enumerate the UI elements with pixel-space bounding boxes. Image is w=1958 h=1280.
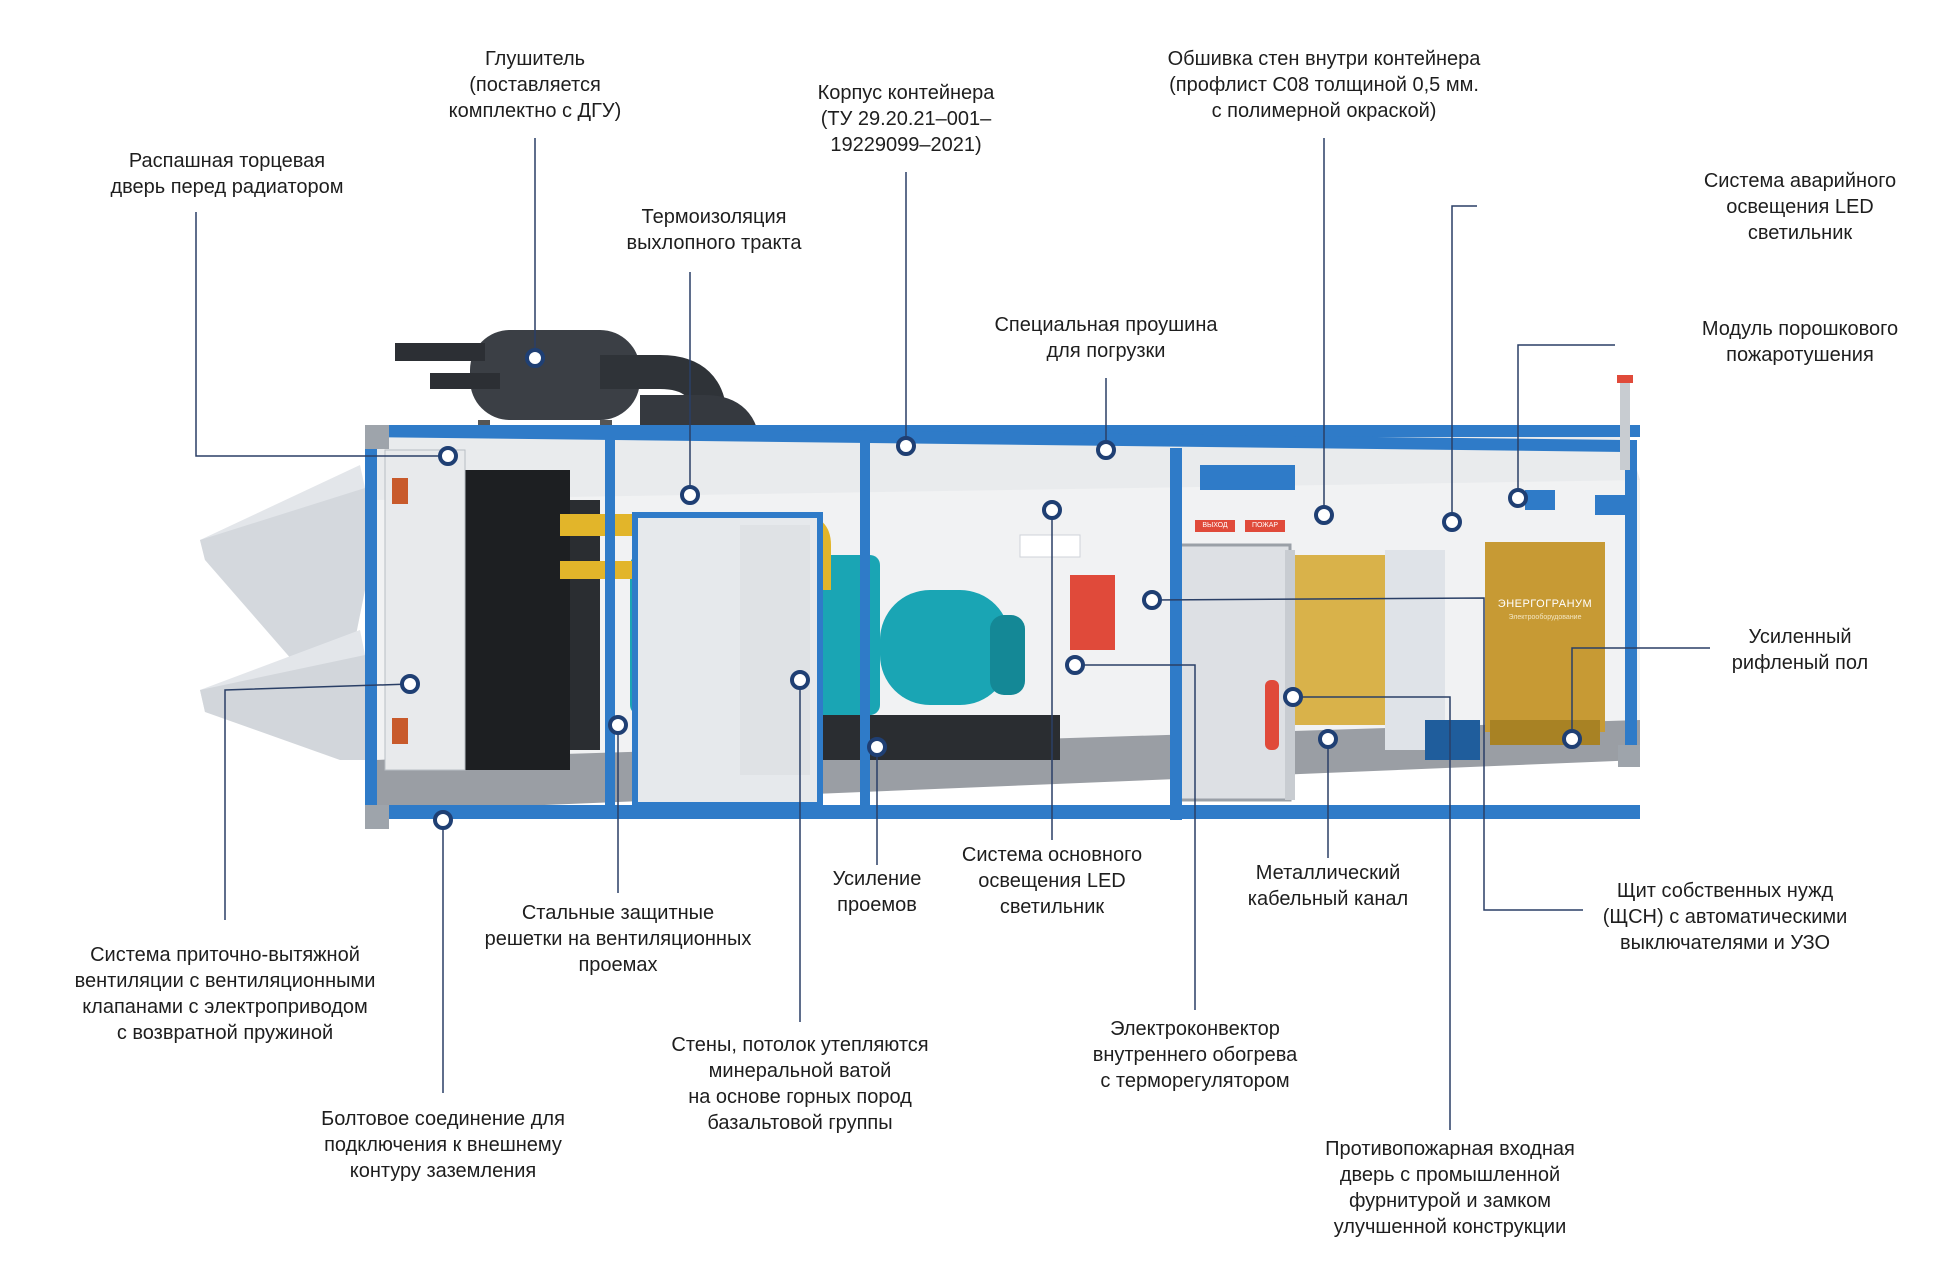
hotspot-marker-lifting-eye[interactable] xyxy=(1096,440,1116,460)
hotspot-marker-exhaust-insulation[interactable] xyxy=(680,485,700,505)
vent-louvers xyxy=(384,449,810,775)
cabinet-tagline: Электрооборудование xyxy=(1508,614,1582,621)
hotspot-marker-container-body[interactable] xyxy=(896,436,916,456)
callout-label-wall-lining: Обшивка стен внутри контейнера (профлист… xyxy=(1167,48,1481,122)
callout-label-cable-channel: Металлический кабельный канал xyxy=(1247,862,1409,910)
hotspot-marker-wall-lining[interactable] xyxy=(1314,505,1334,525)
hotspot-marker-floor[interactable] xyxy=(1562,729,1582,749)
fire-sign: ПОЖАР xyxy=(1251,522,1279,529)
callout-label-openings: Усиление проемов xyxy=(832,868,922,916)
callout-label-aux-panel: Щит собственных нужд (ЩСН) с автоматичес… xyxy=(1602,880,1848,954)
callout-label-exhaust-insulation: Термоизоляция выхлопного тракта xyxy=(626,206,802,254)
callout-line-ventilation xyxy=(224,683,411,920)
callout-label-container-body: Корпус контейнера (ТУ 29.20.21–001– 1922… xyxy=(817,82,995,156)
hotspot-marker-aux-panel[interactable] xyxy=(1142,590,1162,610)
exit-sign: ВЫХОД xyxy=(1202,522,1228,529)
air-outlet-hoods xyxy=(200,465,365,760)
callout-line-aux-panel xyxy=(1151,597,1583,911)
radiator xyxy=(460,470,600,770)
cabinet-brand: ЭНЕРГОГРАНУМ xyxy=(1497,598,1593,610)
hotspot-marker-insulation[interactable] xyxy=(790,670,810,690)
callout-line-fire-module xyxy=(1517,344,1615,498)
hotspot-marker-convector[interactable] xyxy=(1065,655,1085,675)
hotspot-marker-main-light[interactable] xyxy=(1042,500,1062,520)
callout-label-grounding: Болтовое соединение для подключения к вн… xyxy=(321,1108,565,1182)
callout-label-fire-door: Противопожарная входная дверь с промышле… xyxy=(1325,1138,1575,1238)
callout-line-end-door xyxy=(195,212,448,457)
hotspot-marker-fire-module[interactable] xyxy=(1508,488,1528,508)
container-frame xyxy=(365,425,1640,829)
electrical-panels xyxy=(1019,534,1605,760)
hotspot-marker-cable-channel[interactable] xyxy=(1318,729,1338,749)
callout-label-grilles: Стальные защитные решетки на вентиляцион… xyxy=(484,902,752,976)
hotspot-marker-ventilation[interactable] xyxy=(400,674,420,694)
callout-line-floor xyxy=(1571,647,1710,739)
hotspot-marker-grounding[interactable] xyxy=(433,810,453,830)
callout-label-emergency-light: Система аварийного освещения LED светиль… xyxy=(1703,170,1897,244)
callout-label-lifting-eye: Специальная проушина для погрузки xyxy=(994,314,1218,362)
callout-label-floor: Усиленный рифленый пол xyxy=(1731,626,1869,674)
callout-label-insulation: Стены, потолок утепляются минеральной ва… xyxy=(671,1034,929,1134)
callout-label-main-light: Система основного освещения LED светильн… xyxy=(961,844,1143,918)
callout-line-convector xyxy=(1075,664,1196,1010)
callout-lines xyxy=(195,138,1710,1130)
hotspot-marker-muffler[interactable] xyxy=(525,348,545,368)
hotspot-marker-emergency-light[interactable] xyxy=(1442,512,1462,532)
callout-label-fire-module: Модуль порошкового пожаротушения xyxy=(1701,318,1899,366)
callout-label-convector: Электроконвектор внутреннего обогрева с … xyxy=(1092,1018,1298,1092)
callout-label-muffler: Глушитель (поставляется комплектно с ДГУ… xyxy=(448,48,622,122)
hotspot-marker-end-door[interactable] xyxy=(438,446,458,466)
callout-label-end-door: Распашная торцевая дверь перед радиаторо… xyxy=(110,150,344,198)
callout-label-ventilation: Система приточно-вытяжной вентиляции с в… xyxy=(74,944,376,1044)
fire-suppression-hardware xyxy=(1525,375,1633,515)
callout-line-emergency-light xyxy=(1451,205,1477,522)
callout-line-fire-door xyxy=(1293,696,1451,1130)
hotspot-marker-fire-door[interactable] xyxy=(1283,687,1303,707)
hotspot-marker-grilles[interactable] xyxy=(608,715,628,735)
hotspot-marker-openings[interactable] xyxy=(867,737,887,757)
